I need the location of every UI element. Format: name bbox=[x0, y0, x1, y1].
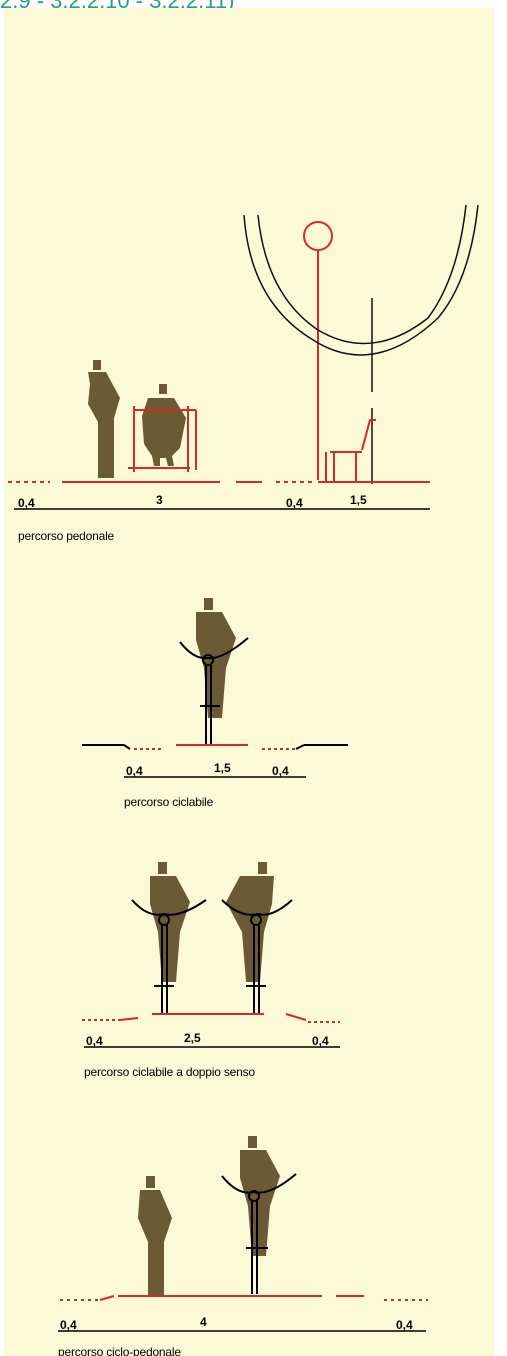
dim-path-width: 1,5 bbox=[214, 761, 231, 775]
bicycle-left-icon bbox=[131, 899, 207, 1014]
dim-right-margin: 0,4 bbox=[396, 1318, 413, 1332]
dim-left-margin: 0,4 bbox=[60, 1318, 77, 1332]
diagram-background bbox=[4, 8, 494, 1356]
dim-left-margin: 0,4 bbox=[18, 496, 35, 510]
dim-path-width: 3 bbox=[156, 493, 163, 507]
caption-two-way-cycle: percorso ciclabile a doppio senso bbox=[84, 1065, 255, 1079]
caption-pedestrian: percorso pedonale bbox=[18, 529, 115, 543]
ground-line bbox=[60, 1295, 428, 1301]
dim-left-margin: 0,4 bbox=[86, 1034, 103, 1048]
cyclist-left-figure-icon bbox=[150, 862, 190, 982]
section-shared-path: 0,4 4 0,4 percorso ciclo-pedonale bbox=[58, 1136, 428, 1356]
dim-right-margin: 0,4 bbox=[312, 1034, 329, 1048]
dim-right-margin: 0,4 bbox=[286, 496, 303, 510]
pedestrian-figure-icon bbox=[138, 1176, 172, 1296]
dim-path-width: 2,5 bbox=[184, 1031, 201, 1045]
caption-shared-path: percorso ciclo-pedonale bbox=[58, 1345, 181, 1356]
ground-line bbox=[82, 744, 348, 750]
section-two-way-cycle: 0,4 2,5 0,4 percorso ciclabile a doppio … bbox=[82, 862, 340, 1079]
chair-icon bbox=[128, 406, 197, 472]
lamp-post-icon bbox=[303, 221, 333, 480]
section-pedestrian: 0,4 3 0,4 1,5 percorso pedonale bbox=[8, 204, 479, 543]
dim-right-margin: 0,4 bbox=[272, 764, 289, 778]
ground-line bbox=[82, 1013, 340, 1023]
pedestrian-figure-icon bbox=[88, 360, 120, 478]
dim-left-margin: 0,4 bbox=[126, 764, 143, 778]
bicycle-right-icon bbox=[221, 899, 293, 1014]
section-cycle: 0,4 1,5 0,4 percorso ciclabile bbox=[82, 598, 348, 809]
dim-tree-strip: 1,5 bbox=[350, 493, 367, 507]
bicycle-icon bbox=[221, 1173, 297, 1294]
bicycle-icon bbox=[179, 637, 249, 744]
dim-path-width: 4 bbox=[200, 1315, 207, 1329]
cyclist-right-figure-icon bbox=[226, 862, 274, 982]
section-reference-header: 2.9 - 3.2.2.10 - 3.2.2.11) bbox=[0, 0, 235, 13]
caption-cycle: percorso ciclabile bbox=[124, 795, 214, 809]
seated-person-icon bbox=[142, 384, 186, 466]
bench-icon bbox=[325, 419, 376, 482]
